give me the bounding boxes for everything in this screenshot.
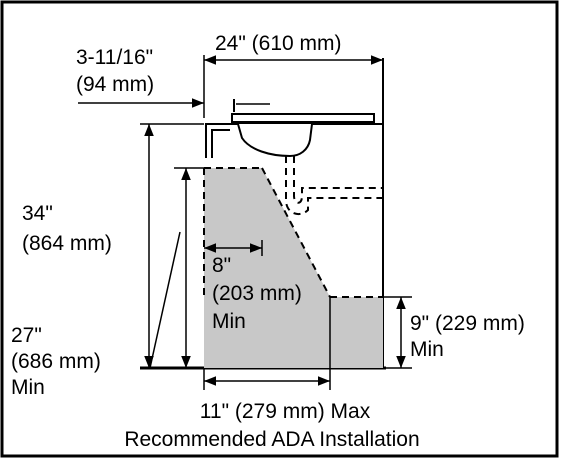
- knee-label-leader: [149, 231, 181, 369]
- toe-label-line2: Min: [410, 338, 444, 361]
- knee-label-line1: 27": [11, 324, 42, 347]
- sink-bowl-icon: [237, 123, 313, 158]
- knee-toe-clearance-area: [204, 168, 383, 368]
- width-label: 24" (610 mm): [215, 32, 342, 55]
- height-label-line2: (864 mm): [22, 232, 112, 255]
- sink-rim: [231, 113, 375, 123]
- p-trap-icon: [293, 156, 383, 204]
- offset-label-line2: (94 mm): [76, 73, 154, 96]
- clearance-edge-slope: [261, 167, 331, 298]
- knee-label-line3: Min: [11, 376, 45, 399]
- diagram-caption: Recommended ADA Installation: [124, 428, 419, 451]
- knee-label-line2: (686 mm): [11, 350, 101, 373]
- countertop: [205, 123, 383, 158]
- toe-label-line1: 9" (229 mm): [410, 312, 525, 335]
- depth-label-line3: Min: [212, 310, 246, 333]
- offset-label-line1: 3-11/16": [76, 46, 153, 69]
- depth-label-line1: 8": [212, 254, 231, 277]
- counter-apron: [211, 129, 230, 158]
- depth-label-line2: (203 mm): [212, 282, 302, 305]
- drain-pipe-icon: [285, 156, 383, 216]
- max-depth-label: 11" (279 mm) Max: [200, 400, 371, 423]
- height-label-line1: 34": [22, 202, 53, 225]
